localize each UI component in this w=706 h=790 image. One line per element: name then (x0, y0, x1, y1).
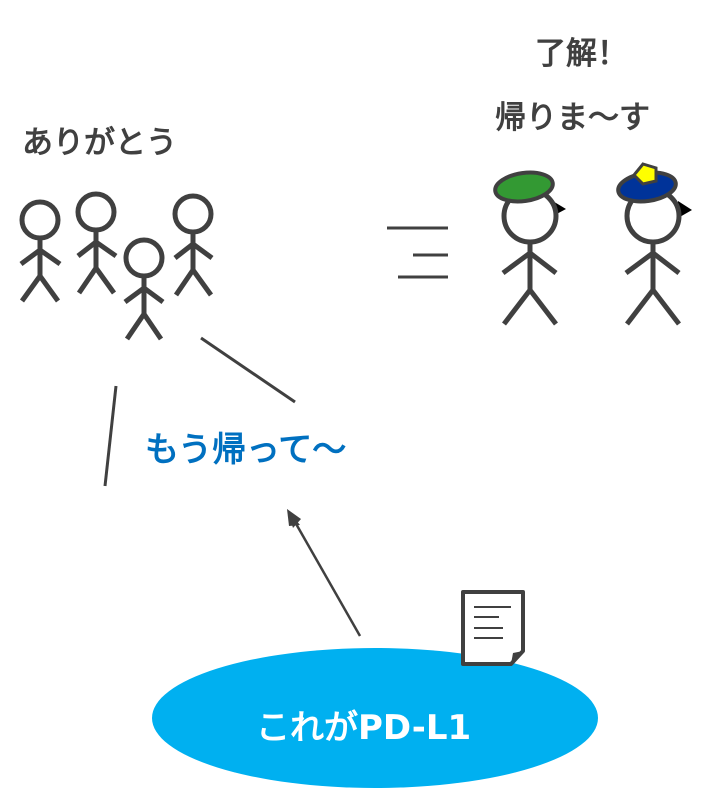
thanks-label: ありがとう (22, 125, 177, 161)
badge-icon (631, 162, 658, 186)
stick-figure-2 (75, 191, 118, 295)
green-hat-icon (493, 170, 555, 204)
connector-line-1 (200, 336, 296, 404)
pdl1-ellipse (152, 648, 598, 788)
stick-figure-4 (172, 193, 214, 297)
beak-icon (678, 201, 692, 218)
document-icon (461, 590, 525, 666)
speed-lines-icon (387, 226, 448, 279)
stick-figure-1 (19, 199, 62, 303)
connector-line-2 (103, 385, 118, 487)
arrow-up-left (287, 509, 362, 637)
stick-figure-group (19, 191, 214, 341)
roger-label: 了解！ (535, 36, 628, 72)
go-home-label: もう帰って～ (145, 430, 347, 470)
pdl1-label: これがPD-L1 (256, 708, 472, 748)
stick-figure-3 (123, 237, 165, 341)
officer-green-hat (493, 170, 566, 326)
going-home-label: 帰りま～す (495, 100, 650, 136)
officer-blue-hat (616, 162, 692, 326)
